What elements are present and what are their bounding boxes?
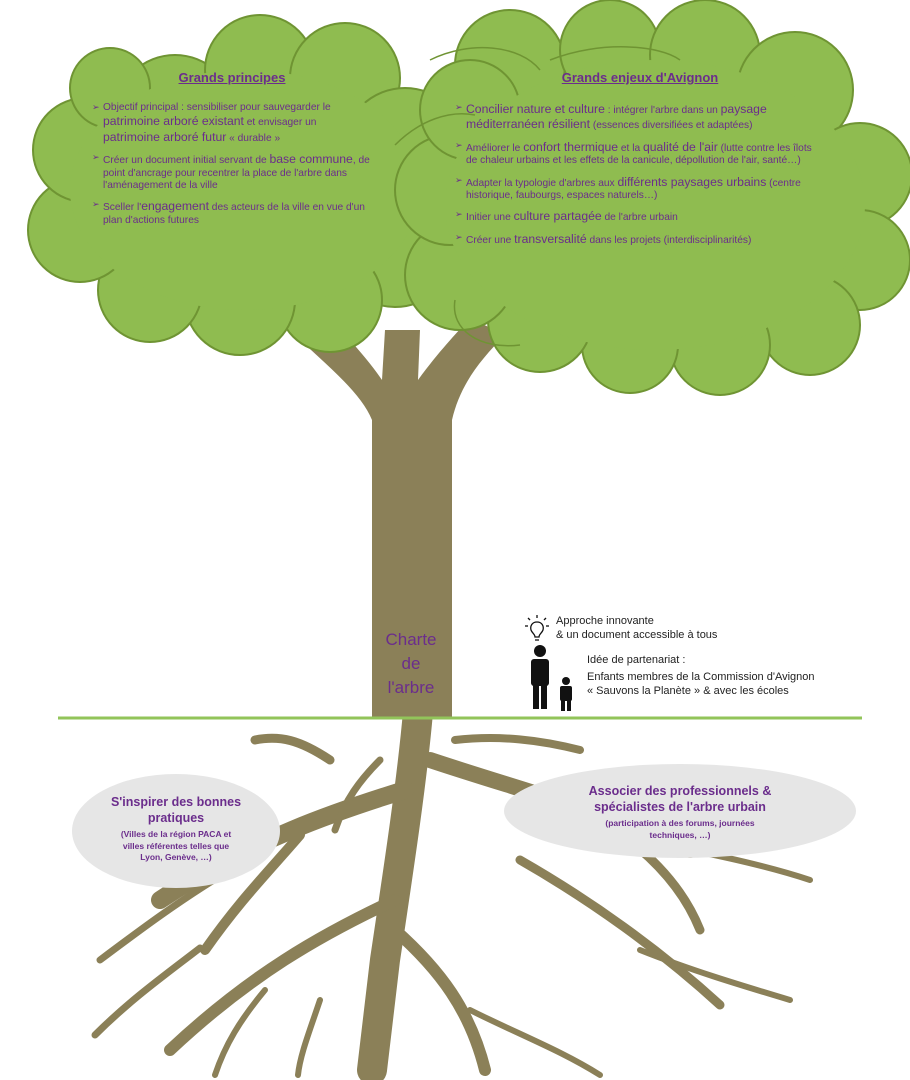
emphasis-text: confort thermique [523,139,619,154]
left-canopy-item: Sceller l'engagement des acteurs de la v… [92,199,372,227]
right-canopy-list: Concilier nature et culture : intégrer l… [455,102,825,248]
body-text: Initier une [466,212,514,224]
body-text: des acteurs de la ville en vue d'un plan… [103,202,365,226]
partnership-line1: Idée de partenariat : [587,654,686,666]
trunk-label-line3: l'arbre [387,677,435,697]
body-text: et la [618,142,643,154]
adult-and-child-icon [531,645,572,711]
innovation-line1: Approche innovante [556,615,654,627]
partnership-line2: Enfants membres de la Commission d'Avign… [587,670,815,683]
lightbulb-icon [525,615,549,641]
left-bubble-sub-1: (Villes de la région PACA et [120,829,232,840]
body-text: de l'arbre urbain [601,212,678,224]
emphasis-text: patrimoine arboré existant [103,114,244,129]
body-text: « durable » [226,132,281,144]
body-text: (centre historique, faubourgs, espaces n… [466,177,801,202]
right-canopy-item: Initier une culture partagée de l'arbre … [455,209,825,224]
left-bubble-sub: (Villes de la région PACA et villes réfé… [96,829,256,863]
emphasis-text: transversalité [514,231,587,246]
emphasis-text: Concilier nature et culture [466,101,605,116]
body-text: Créer une [466,234,515,246]
right-bubble-title-1: Associer des professionnels & [588,784,772,798]
right-bubble-sub: (participation à des forums, journées te… [560,818,800,841]
innovation-line2: & un document accessible à tous [556,628,718,641]
emphasis-text: culture partagée [513,209,602,224]
body-text: Créer un document initial servant de [103,155,270,167]
trunk-label: Charte de l'arbre [372,628,450,699]
right-canopy-item: Adapter la typologie d'arbres aux différ… [455,175,825,203]
body-text: Objectif principal : sensibiliser pour s… [103,101,331,113]
body-text: : intégrer l'arbre dans un [604,104,721,116]
left-bubble-sub-2: villes référentes telles que [122,840,230,851]
body-text: , de point d'ancrage pour recentrer la p… [103,155,370,192]
right-root-bubble [504,764,856,858]
right-bubble-text: Associer des professionnels & spécialist… [560,784,800,841]
left-canopy-heading: Grands principes [178,70,286,85]
innovation-note: Approche innovante & un document accessi… [556,615,717,643]
emphasis-text: engagement [141,199,209,214]
body-text: (essences diversifiées et adaptées) [589,120,753,132]
emphasis-text: paysage méditerranéen résilient [466,101,767,132]
right-bubble-sub-2: techniques, …) [649,829,711,840]
partnership-line3: « Sauvons la Planète » & avec les écoles [587,684,789,697]
trunk-label-line2: de [401,653,421,673]
body-text: et envisager un [243,117,317,129]
emphasis-text: patrimoine arboré futur [103,129,227,144]
right-canopy-item: Concilier nature et culture : intégrer l… [455,102,825,133]
trunk-label-line1: Charte [385,630,437,649]
right-bubble-title-2: spécialistes de l'arbre urbain [594,799,766,814]
left-root-bubble [72,774,280,888]
left-canopy-item: Créer un document initial servant de bas… [92,152,372,192]
right-canopy-item: Améliorer le confort thermique et la qua… [455,140,825,168]
emphasis-text: base commune [269,152,353,167]
left-bubble-text: S'inspirer des bonnes pratiques (Villes … [96,795,256,864]
partnership-note: Idée de partenariat : Enfants membres de… [587,654,815,698]
right-canopy-text: Grands enjeux d'Avignon Concilier nature… [455,70,825,254]
left-canopy-item: Objectif principal : sensibiliser pour s… [92,102,372,145]
right-canopy-item: Créer une transversalité dans les projet… [455,232,825,247]
left-canopy-text: Grands principes Objectif principal : se… [92,70,372,234]
left-bubble-sub-3: Lyon, Genève, …) [140,852,212,863]
body-text: dans les projets (interdisciplinarités) [586,234,752,246]
left-bubble-title-2: pratiques [147,810,205,825]
right-canopy-heading: Grands enjeux d'Avignon [561,70,719,85]
left-canopy-list: Objectif principal : sensibiliser pour s… [92,102,372,228]
right-bubble-sub-1: (participation à des forums, journées [605,818,755,829]
body-text: (lutte contre les îlots de chaleur urbai… [466,142,812,167]
emphasis-text: différents paysages urbains [617,174,767,189]
tree-trunk [290,318,505,718]
body-text: Sceller l' [103,202,142,214]
left-bubble-title-1: S'inspirer des bonnes [110,795,242,809]
emphasis-text: qualité de l'air [642,139,718,154]
body-text: Améliorer le [466,142,524,154]
body-text: Adapter la typologie d'arbres aux [466,177,618,189]
